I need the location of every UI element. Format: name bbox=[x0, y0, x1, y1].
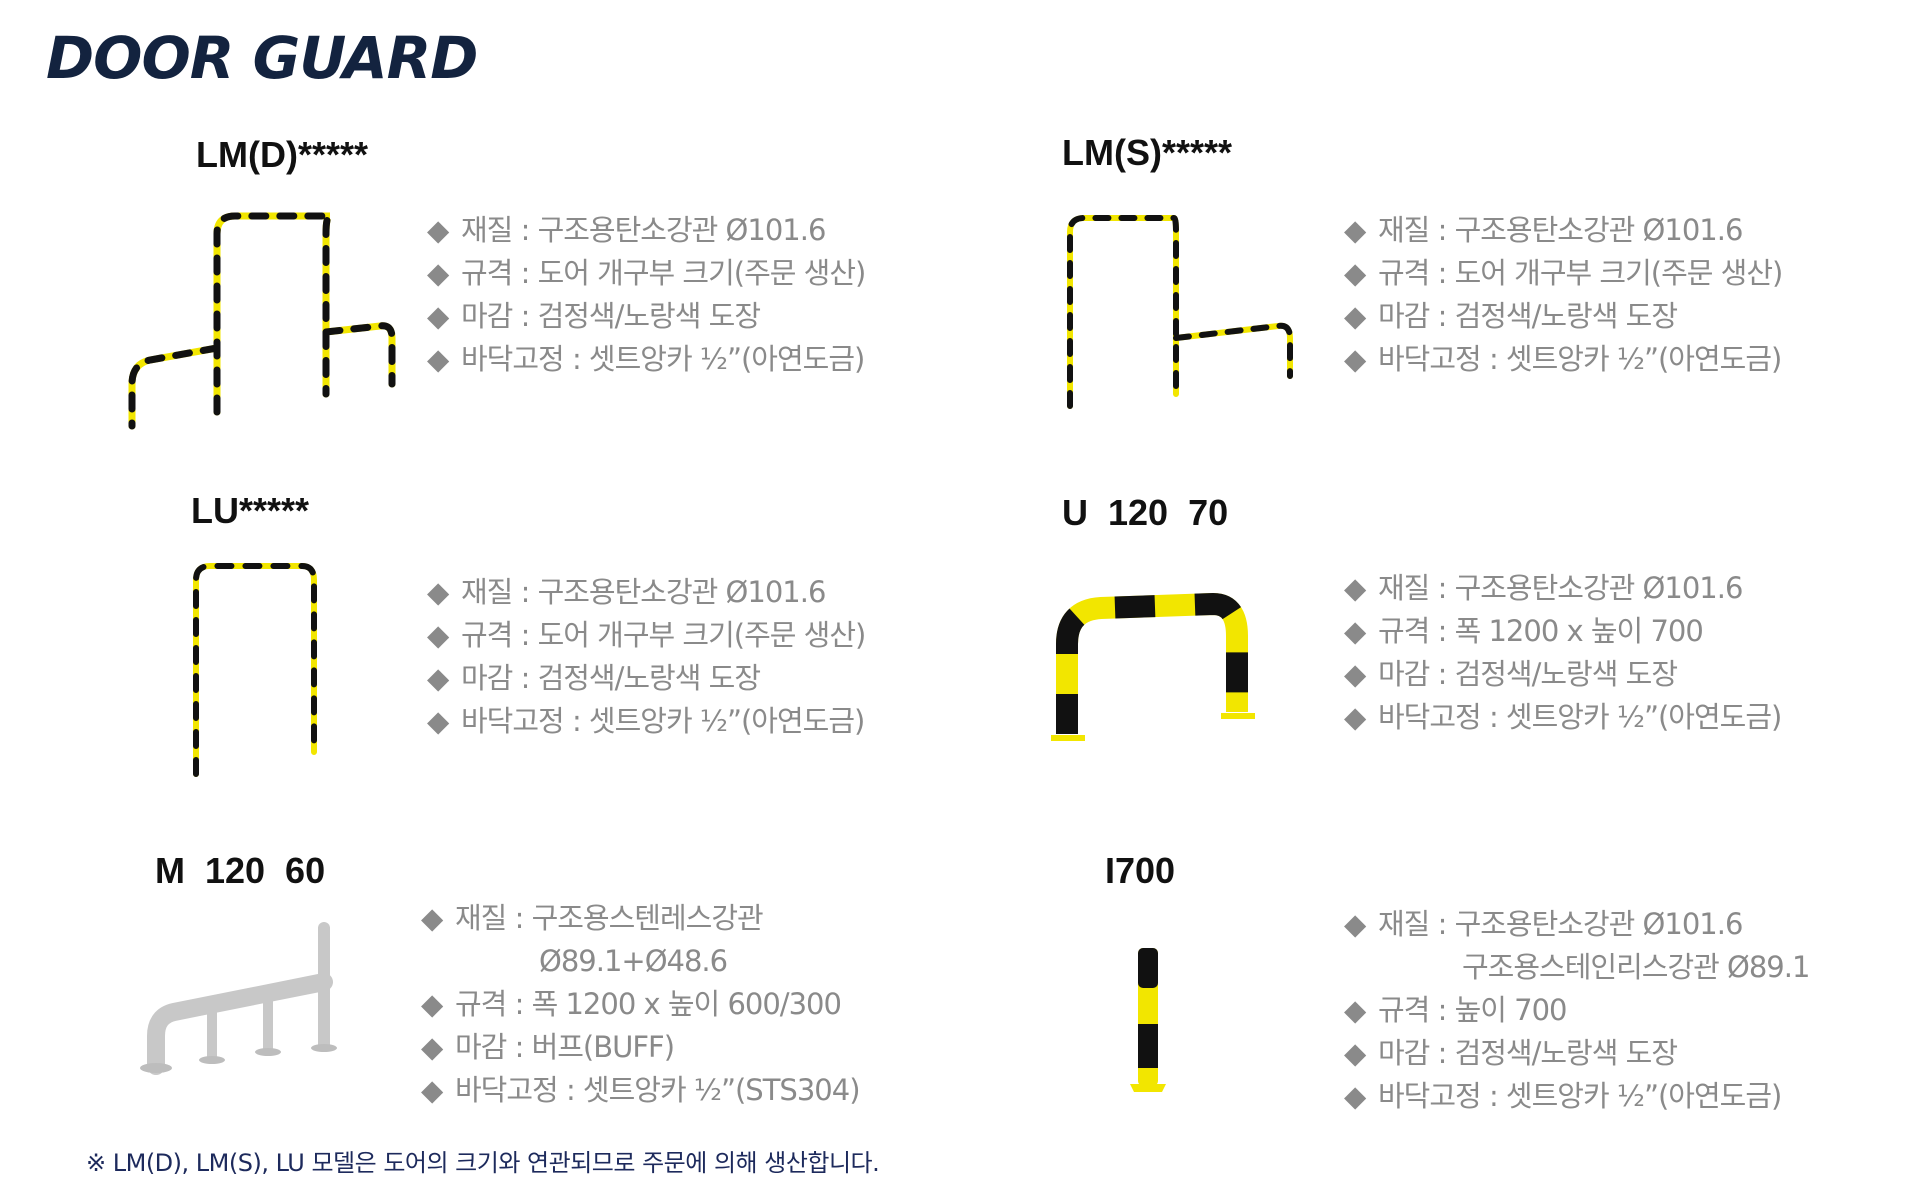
diamond-bullet-icon: ◆ bbox=[427, 342, 449, 376]
diamond-bullet-icon: ◆ bbox=[1344, 213, 1366, 247]
spec-item-continued: 구조용스테인리스강관 Ø89.1 bbox=[1462, 950, 1810, 984]
diamond-bullet-icon: ◆ bbox=[1344, 907, 1366, 941]
spec-item: ◆재질 : 구조용탄소강관 Ø101.6 bbox=[427, 209, 865, 252]
diamond-bullet-icon: ◆ bbox=[1344, 1079, 1366, 1113]
spec-item: ◆바닥고정 : 셋트앙카 ½”(STS304) bbox=[421, 1069, 861, 1112]
diamond-bullet-icon: ◆ bbox=[1344, 614, 1366, 648]
spec-item: ◆규격 : 도어 개구부 크기(주문 생산) bbox=[1344, 252, 1783, 295]
diamond-bullet-icon: ◆ bbox=[421, 987, 443, 1021]
page-title: DOOR GUARD bbox=[46, 24, 478, 92]
diamond-bullet-icon: ◆ bbox=[1344, 1036, 1366, 1070]
model-title-lms: LM(S)***** bbox=[1062, 132, 1233, 173]
spec-item: ◆재질 : 구조용탄소강관 Ø101.6 bbox=[1344, 903, 1809, 946]
model-title-i700: I700 bbox=[1105, 850, 1176, 891]
spec-item: ◆재질 : 구조용탄소강관 Ø101.6 bbox=[1344, 567, 1781, 610]
spec-item-continued: Ø89.1+Ø48.6 bbox=[539, 944, 728, 978]
diamond-bullet-icon: ◆ bbox=[427, 256, 449, 290]
spec-item: ◆바닥고정 : 셋트앙카 ½”(아연도금) bbox=[1344, 338, 1782, 381]
spec-item: ◆바닥고정 : 셋트앙카 ½”(아연도금) bbox=[427, 338, 865, 381]
diamond-bullet-icon: ◆ bbox=[1344, 700, 1366, 734]
spec-item: ◆규격 : 도어 개구부 크기(주문 생산) bbox=[427, 614, 866, 657]
diamond-bullet-icon: ◆ bbox=[1344, 342, 1366, 376]
footnote: ※ LM(D), LM(S), LU 모델은 도어의 크기와 연관되므로 주문에… bbox=[86, 1149, 880, 1177]
diamond-bullet-icon: ◆ bbox=[427, 618, 449, 652]
spec-item: ◆마감 : 검정색/노랑색 도장 bbox=[1344, 1032, 1809, 1075]
spec-item: ◆바닥고정 : 셋트앙카 ½”(아연도금) bbox=[1344, 1075, 1809, 1118]
spec-item: ◆규격 : 폭 1200 x 높이 600/300 bbox=[421, 983, 860, 1026]
model-title-lmd: LM(D)***** bbox=[196, 134, 369, 175]
spec-item: ◆바닥고정 : 셋트앙카 ½”(아연도금) bbox=[1344, 696, 1782, 739]
spec-item: ◆규격 : 도어 개구부 크기(주문 생산) bbox=[427, 252, 866, 295]
spec-item: ◆규격 : 높이 700 bbox=[1344, 989, 1809, 1032]
spec-item: ◆규격 : 폭 1200 x 높이 700 bbox=[1344, 610, 1781, 653]
spec-item: ◆마감 : 검정색/노랑색 도장 bbox=[427, 657, 865, 700]
spec-item: ◆마감 : 검정색/노랑색 도장 bbox=[427, 295, 865, 338]
diamond-bullet-icon: ◆ bbox=[427, 575, 449, 609]
lmd-door-guard-image bbox=[128, 212, 396, 430]
lms-spec-list: ◆재질 : 구조용탄소강관 Ø101.6 ◆규격 : 도어 개구부 크기(주문 … bbox=[1344, 209, 1783, 381]
u12070-spec-list: ◆재질 : 구조용탄소강관 Ø101.6 ◆규격 : 폭 1200 x 높이 7… bbox=[1344, 567, 1782, 739]
u12070-guard-image bbox=[1051, 592, 1255, 741]
diamond-bullet-icon: ◆ bbox=[421, 901, 443, 935]
lmd-spec-list: ◆재질 : 구조용탄소강관 Ø101.6 ◆규격 : 도어 개구부 크기(주문 … bbox=[427, 209, 866, 381]
diamond-bullet-icon: ◆ bbox=[427, 661, 449, 695]
diamond-bullet-icon: ◆ bbox=[1344, 256, 1366, 290]
diamond-bullet-icon: ◆ bbox=[427, 704, 449, 738]
spec-item: ◆마감 : 검정색/노랑색 도장 bbox=[1344, 295, 1782, 338]
diamond-bullet-icon: ◆ bbox=[421, 1030, 443, 1064]
lu-door-guard-image bbox=[193, 563, 317, 777]
spec-item: ◆마감 : 버프(BUFF) bbox=[421, 1026, 860, 1069]
model-title-u12070: U 120 70 bbox=[1062, 492, 1229, 533]
diamond-bullet-icon: ◆ bbox=[427, 299, 449, 333]
model-title-m12060: M 120 60 bbox=[155, 850, 326, 891]
m12060-spec-list: ◆재질 : 구조용스텐레스강관 Ø89.1+Ø48.6 ◆규격 : 폭 1200… bbox=[421, 897, 861, 1112]
diamond-bullet-icon: ◆ bbox=[1344, 657, 1366, 691]
spec-item: ◆재질 : 구조용탄소강관 Ø101.6 bbox=[1344, 209, 1782, 252]
spec-item: ◆재질 : 구조용탄소강관 Ø101.6 bbox=[427, 571, 865, 614]
diamond-bullet-icon: ◆ bbox=[1344, 299, 1366, 333]
i700-bollard-image bbox=[1130, 948, 1166, 1092]
diamond-bullet-icon: ◆ bbox=[421, 1073, 443, 1107]
diamond-bullet-icon: ◆ bbox=[427, 213, 449, 247]
lu-spec-list: ◆재질 : 구조용탄소강관 Ø101.6 ◆규격 : 도어 개구부 크기(주문 … bbox=[427, 571, 866, 743]
spec-item: ◆마감 : 검정색/노랑색 도장 bbox=[1344, 653, 1781, 696]
i700-spec-list: ◆재질 : 구조용탄소강관 Ø101.6 구조용스테인리스강관 Ø89.1 ◆규… bbox=[1344, 903, 1810, 1118]
spec-item: ◆재질 : 구조용스텐레스강관 bbox=[421, 897, 860, 940]
m12060-stainless-guard-image bbox=[140, 922, 337, 1075]
diamond-bullet-icon: ◆ bbox=[1344, 993, 1366, 1027]
lms-door-guard-image bbox=[1067, 215, 1293, 409]
spec-item: ◆바닥고정 : 셋트앙카 ½”(아연도금) bbox=[427, 700, 865, 743]
diamond-bullet-icon: ◆ bbox=[1344, 571, 1366, 605]
model-title-lu: LU***** bbox=[191, 490, 310, 531]
